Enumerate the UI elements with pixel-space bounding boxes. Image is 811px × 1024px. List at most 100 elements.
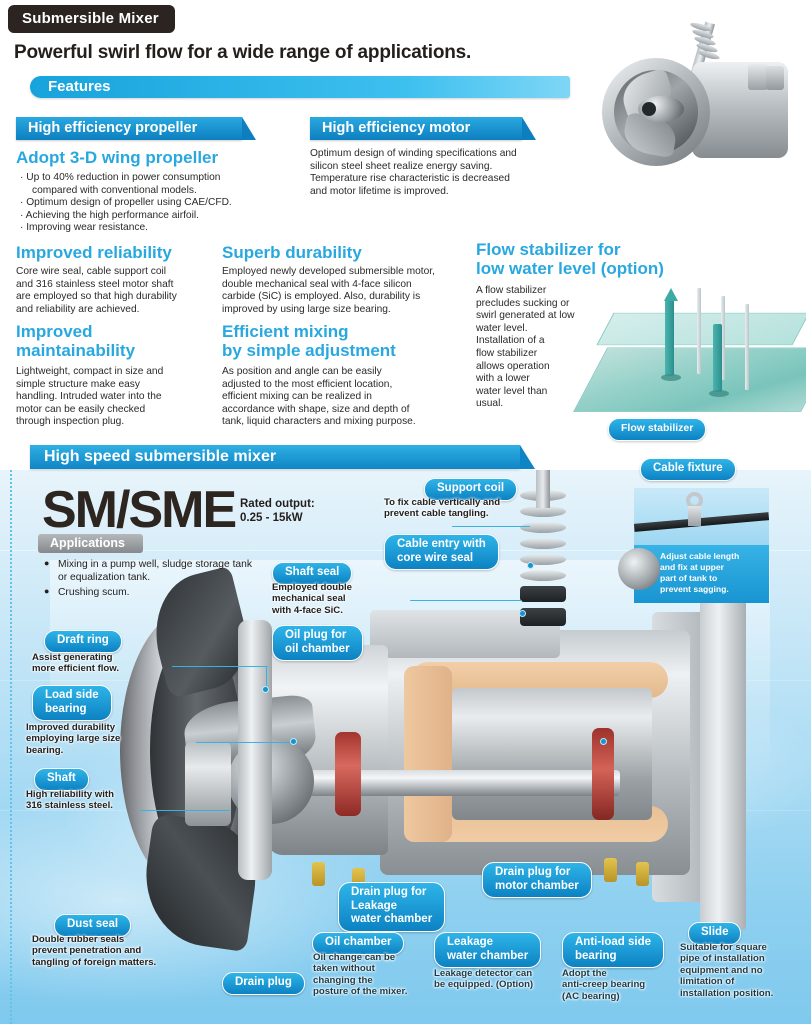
section-heading-propeller: High efficiency propeller (16, 117, 256, 140)
stabilizer-plate-1 (661, 374, 681, 381)
stabilizer-body-5: flow stabilizer (476, 347, 538, 359)
stabilizer-body-9: usual. (476, 398, 504, 410)
callout-draft-ring[interactable]: Draft ring (44, 630, 122, 653)
motor-body-2: Temperature rise characteristic is decre… (310, 173, 510, 185)
flow-stabilizer-illustration (569, 282, 806, 424)
stabilizer-body-3: water level. (476, 322, 528, 334)
mixing-body: As position and angle can be easily adju… (222, 366, 416, 429)
product-bar: High speed submersible mixer (30, 445, 535, 469)
mechanical-seal-left (335, 732, 361, 816)
cable-fixture-photo (634, 488, 769, 545)
mixer-unit-1 (665, 300, 674, 376)
callout-draft-ring-text: Assist generating more efficient flow. (32, 652, 120, 675)
maintainability-heading: Improved maintainability (16, 322, 135, 360)
motor-body-3: and motor lifetime is improved. (310, 185, 449, 197)
drain-plug-motor-part (604, 858, 617, 882)
rated-output: Rated output: 0.25 - 15kW (240, 497, 315, 525)
leader-dot-5 (600, 738, 607, 745)
propeller-bullet-4: · Improving wear resistance. (20, 222, 148, 234)
durability-body-3: improved by using large size bearing. (222, 303, 391, 315)
callout-slide[interactable]: Slide (688, 922, 742, 945)
stabilizer-body-2: swirl generated at low (476, 310, 575, 322)
mixing-body-4: tank, liquid characters and mixing purpo… (222, 416, 416, 428)
callout-drain-plug-leakage[interactable]: Drain plug for Leakage water chamber (338, 882, 446, 932)
propeller-bullets: · Up to 40% reduction in power consumpti… (20, 172, 232, 235)
fixture-clamp (688, 506, 701, 526)
drain-plug-leakage-part (312, 862, 325, 886)
callout-oil-chamber[interactable]: Oil chamber (312, 932, 405, 955)
propeller-bullet-2: · Optimum design of propeller using CAE/… (20, 197, 232, 209)
reliability-body-0: Core wire seal, cable support coil (16, 266, 167, 277)
mounting-flange (238, 620, 272, 880)
callout-dust-seal[interactable]: Dust seal (54, 914, 132, 937)
callout-oil-plug[interactable]: Oil plug for oil chamber (272, 625, 363, 661)
leader-shaft (140, 810, 230, 811)
stator-core (404, 666, 452, 842)
leader-dot-3 (527, 562, 534, 569)
stabilizer-heading-line1: Flow stabilizer for (476, 240, 621, 259)
callout-drain-plug-motor[interactable]: Drain plug for motor chamber (482, 862, 592, 898)
leader-dot-4 (519, 610, 526, 617)
maintainability-body-3: motor can be easily checked (16, 403, 146, 415)
durability-heading: Superb durability (222, 243, 362, 262)
callout-support-coil[interactable]: Support coil (424, 478, 518, 501)
applications-list: Mixing in a pump well, sludge storage ta… (44, 557, 256, 601)
reliability-body-1: and 316 stainless steel motor shaft (16, 278, 174, 290)
stabilizer-body-7: with a lower (476, 373, 530, 385)
callout-leakage-water-chamber[interactable]: Leakage water chamber (434, 932, 542, 968)
callout-load-side-bearing[interactable]: Load side bearing (32, 685, 112, 721)
callout-flow-stabilizer[interactable]: Flow stabilizer (608, 418, 707, 441)
stabilizer-body-0: A flow stabilizer (476, 285, 547, 296)
product-photo (580, 21, 805, 172)
features-bar: Features (30, 76, 570, 98)
leader-support-coil (452, 526, 530, 527)
callout-anti-load-side-bearing-text: Adopt the anti-creep bearing (AC bearing… (562, 968, 646, 1002)
flow-arrow-icon (664, 288, 678, 301)
leader-load-bearing (196, 742, 294, 743)
section-heading-motor: High efficiency motor (310, 117, 536, 140)
reliability-body: Core wire seal, cable support coil and 3… (16, 266, 177, 316)
callout-load-side-bearing-text: Improved durability employing large size… (26, 722, 121, 756)
tank-water-surface (596, 312, 806, 346)
page-headline: Powerful swirl flow for a wide range of … (14, 42, 472, 63)
reliability-body-2: are employed so that high durability (16, 291, 177, 303)
rated-output-value: 0.25 - 15kW (240, 512, 303, 524)
maintainability-body-2: handling. Intruded water into the (16, 391, 162, 403)
callout-cable-fixture[interactable]: Cable fixture (640, 458, 736, 481)
stabilizer-body-8: water level than (476, 385, 548, 397)
motor-body-0: Optimum design of winding specifications… (310, 148, 517, 159)
callout-support-coil-text: To fix cable vertically and prevent cabl… (384, 497, 501, 520)
cable-fixture-box: Adjust cable length and fix at upper par… (618, 470, 806, 605)
reliability-body-3: and reliability are achieved. (16, 303, 140, 315)
application-item-0: Mixing in a pump well, sludge storage ta… (44, 557, 256, 584)
stabilizer-body: A flow stabilizer precludes sucking or s… (476, 285, 575, 411)
maintainability-heading-line1: Improved (16, 322, 93, 341)
durability-body: Employed newly developed submersible mot… (222, 266, 435, 316)
callout-shaft[interactable]: Shaft (34, 768, 89, 791)
stabilizer-heading: Flow stabilizer for low water level (opt… (476, 240, 664, 278)
callout-oil-chamber-text: Oil change can be taken without changing… (313, 952, 408, 998)
callout-drain-plug[interactable]: Drain plug (222, 972, 305, 995)
callout-shaft-seal[interactable]: Shaft seal (272, 562, 353, 585)
applications-tag: Applications (38, 534, 144, 553)
maintainability-body-4: through inspection plug. (16, 416, 125, 428)
cable-fixture-inset-part (618, 548, 660, 590)
durability-body-2: carbide (SiC) is employed. Also, durabil… (222, 291, 421, 303)
mixing-heading: Efficient mixing by simple adjustment (222, 322, 396, 360)
mixing-body-2: efficient mixing can be realized in (222, 391, 372, 403)
callout-slide-text: Suitable for square pipe of installation… (680, 942, 774, 999)
motor-body-1: silicon steel sheet realize energy savin… (310, 160, 493, 172)
callout-cable-entry[interactable]: Cable entry with core wire seal (384, 534, 499, 570)
maintainability-body: Lightweight, compact in size and simple … (16, 366, 163, 429)
mixing-body-1: adjusted to the most efficient location, (222, 378, 393, 390)
stabilizer-body-1: precludes sucking or (476, 297, 570, 309)
guide-rod-3 (745, 304, 749, 390)
power-cable (536, 470, 550, 508)
rated-output-label: Rated output: (240, 498, 315, 510)
callout-anti-load-side-bearing[interactable]: Anti-load side bearing (562, 932, 665, 968)
mixing-body-3: accordance with shape, size and depth of (222, 403, 410, 415)
durability-body-1: double mechanical seal with 4-face silic… (222, 278, 412, 290)
mixing-heading-line2: by simple adjustment (222, 341, 396, 360)
guide-rod-1 (697, 288, 701, 374)
